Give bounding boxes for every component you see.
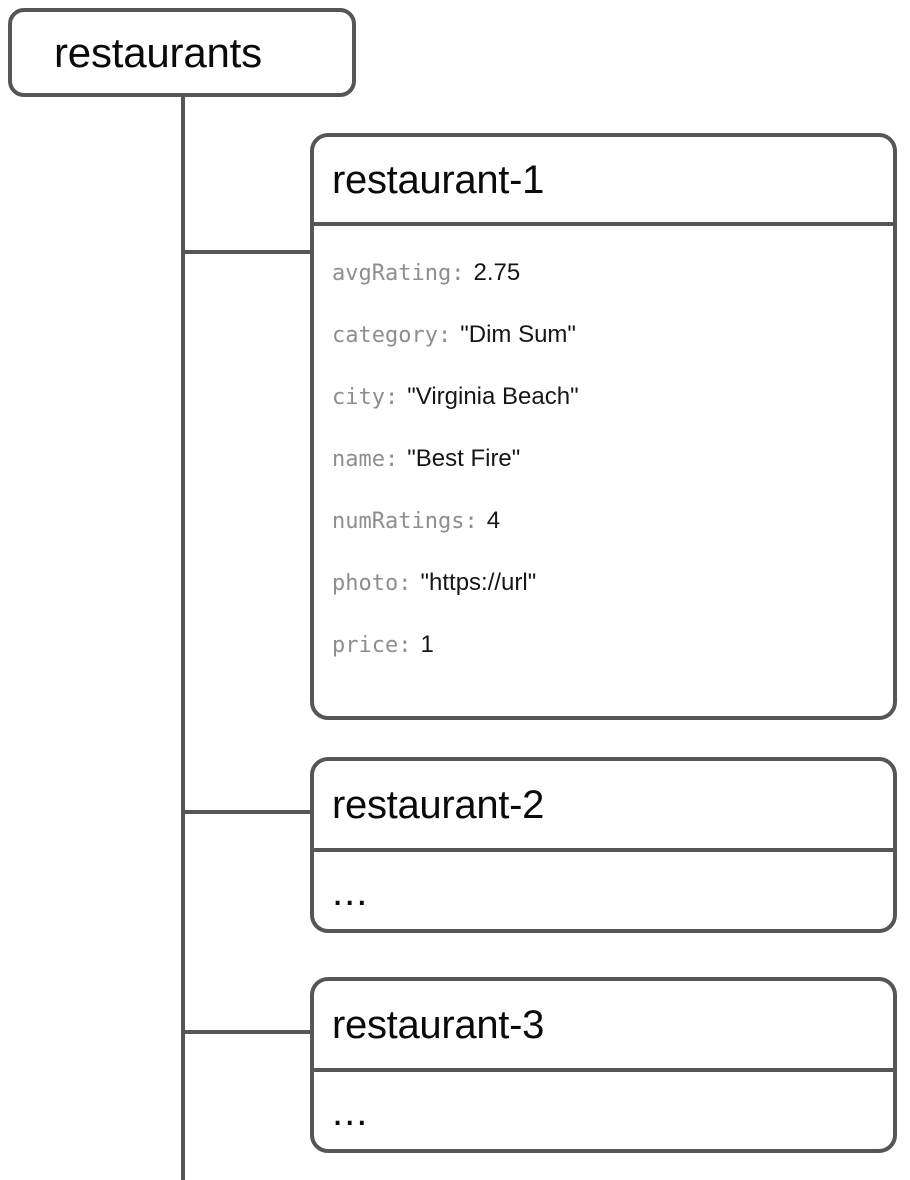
- field-key-price: price: [332, 632, 399, 658]
- field-row: photo: "https://url": [332, 552, 875, 614]
- connector-branch-restaurant-2: [181, 810, 312, 814]
- field-separator: :: [398, 632, 412, 658]
- document-card-fields: avgRating:2.75 category:"Dim Sum" city:"…: [314, 226, 893, 676]
- field-separator: :: [437, 322, 452, 348]
- field-row: price:1: [332, 614, 875, 676]
- field-row: name: "Best Fire": [332, 428, 875, 490]
- document-card-restaurant-3[interactable]: restaurant-3 ...: [310, 977, 897, 1153]
- field-key-city: city: [332, 384, 385, 410]
- field-separator: :: [398, 570, 412, 596]
- field-row: numRatings:4: [332, 490, 875, 552]
- ellipsis-placeholder: ...: [332, 870, 369, 914]
- field-value-price: 1: [420, 631, 434, 658]
- field-row: category: "Dim Sum": [332, 304, 875, 366]
- field-separator: :: [451, 260, 465, 286]
- field-row: avgRating:2.75: [332, 242, 875, 304]
- field-value-numratings: 4: [486, 507, 501, 534]
- collection-node-label: restaurants: [54, 28, 262, 76]
- connector-branch-restaurant-1: [181, 250, 312, 254]
- ellipsis-placeholder: ...: [332, 1090, 369, 1134]
- field-value-name: "Best Fire": [407, 445, 521, 472]
- document-card-title-bar: restaurant-3: [314, 981, 893, 1072]
- field-key-photo: photo: [332, 570, 399, 596]
- field-separator: :: [384, 446, 399, 472]
- document-card-title: restaurant-1: [332, 157, 545, 202]
- document-card-restaurant-1[interactable]: restaurant-1 avgRating:2.75 category:"Di…: [310, 133, 897, 720]
- connector-branch-restaurant-3: [181, 1030, 312, 1034]
- document-card-fields: ...: [314, 1072, 893, 1132]
- field-key-avgrating: avgRating: [332, 260, 452, 286]
- document-card-title-bar: restaurant-2: [314, 761, 893, 852]
- field-key-numratings: numRatings: [332, 508, 465, 534]
- field-key-name: name: [332, 446, 385, 472]
- field-separator: :: [464, 508, 478, 534]
- field-key-category: category: [332, 322, 438, 348]
- document-card-fields: ...: [314, 852, 893, 912]
- connector-trunk-line: [181, 97, 185, 1180]
- field-value-photo: "https://url": [420, 569, 537, 596]
- document-card-title-bar: restaurant-1: [314, 137, 893, 226]
- field-value-category: "Dim Sum": [460, 321, 576, 348]
- document-card-restaurant-2[interactable]: restaurant-2 ...: [310, 757, 897, 933]
- field-row: city: "Virginia Beach": [332, 366, 875, 428]
- document-card-title: restaurant-2: [332, 782, 545, 827]
- field-separator: :: [384, 384, 399, 410]
- field-value-avgrating: 2.75: [473, 259, 521, 286]
- document-card-title: restaurant-3: [332, 1002, 545, 1047]
- field-value-city: "Virginia Beach": [407, 383, 579, 410]
- collection-node-restaurants[interactable]: restaurants: [8, 8, 356, 97]
